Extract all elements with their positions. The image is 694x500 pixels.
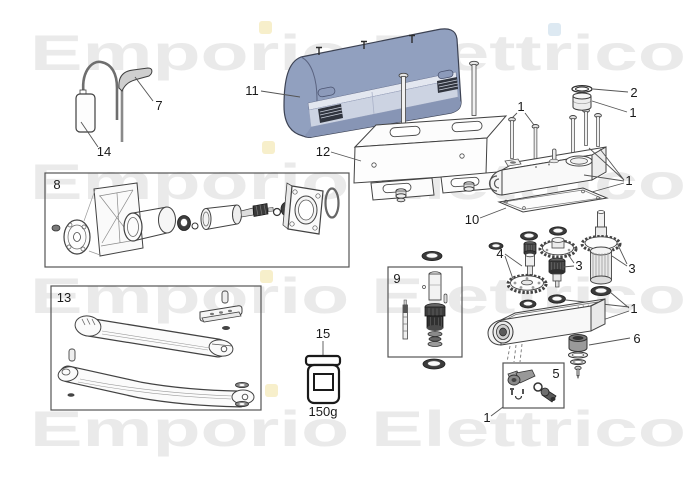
capacitor-part: 14: [75, 60, 119, 159]
cover-part: 11: [245, 28, 462, 139]
curved-arm: [57, 365, 255, 408]
cap-body: [572, 96, 592, 111]
capacitor-body: [75, 93, 96, 133]
cover-screws: [316, 34, 415, 55]
part-label-2: 2: [630, 85, 637, 100]
allen-key-handle: [118, 67, 153, 92]
shaft-kit-box: 9: [387, 250, 463, 370]
housing-pin: [552, 148, 557, 161]
o-ring: [324, 187, 340, 219]
part-label-7: 7: [155, 98, 162, 113]
part-label-13: 13: [57, 290, 71, 305]
part-label-1-release: 1: [483, 410, 490, 425]
washer: [235, 381, 249, 389]
part-label-1-screws: 1: [517, 99, 524, 114]
o-ring: [533, 382, 543, 392]
pin: [68, 348, 76, 362]
washer: [272, 207, 282, 217]
part-label-15: 15: [316, 326, 330, 341]
allen-key-part: 7: [118, 67, 163, 142]
lower-housing-part: [487, 298, 606, 346]
watermark-blobs: [259, 21, 561, 397]
part-label-14: 14: [97, 144, 111, 159]
rotor: [200, 203, 274, 230]
stator: [123, 206, 176, 242]
grease-jar-part: 15 150g: [304, 326, 342, 419]
washer: [427, 341, 443, 347]
nut: [395, 188, 407, 203]
gasket-part: 10: [465, 187, 609, 227]
box-13-frame: [50, 285, 262, 411]
arms-kit-box: 13: [50, 285, 262, 411]
part-label-4: 4: [496, 246, 503, 261]
cover-handle-right: [437, 69, 454, 80]
bearing: [519, 299, 537, 309]
release-group-box: 5 1: [483, 362, 565, 425]
part-label-5: 5: [552, 366, 559, 381]
straight-arm: [74, 315, 234, 358]
output-gear-shaft: 3: [580, 210, 636, 285]
part-label-12: 12: [316, 144, 330, 159]
bearing: [590, 285, 612, 296]
part-label-1-body: 1: [625, 173, 632, 188]
jar-label: [313, 373, 334, 391]
drive-shaft: [428, 273, 442, 301]
washer: [222, 326, 230, 330]
part-label-9: 9: [393, 271, 400, 286]
bearing: [549, 226, 567, 236]
box-5-frame: [502, 362, 565, 409]
washer: [191, 222, 199, 230]
nut: [463, 181, 475, 192]
part-label-11: 11: [245, 83, 259, 98]
vent-left: [318, 104, 343, 123]
part-label-3-output: 3: [628, 261, 635, 276]
bearing: [421, 250, 443, 261]
jar-lid: [304, 354, 342, 367]
part-label-1-cap: 1: [629, 105, 636, 120]
gear-cluster: 4 3: [488, 210, 638, 327]
washer: [235, 400, 249, 408]
grease-weight: 150g: [309, 404, 338, 419]
gear: [424, 306, 446, 317]
intermediate-gear: 3: [538, 237, 583, 288]
washer: [67, 393, 75, 397]
fixing-screws-left: 1: [508, 99, 540, 166]
capacitor-wire: [81, 60, 119, 120]
motor-kit-box: 8: [44, 172, 350, 268]
nut: [51, 224, 61, 232]
worm-shaft: [252, 203, 269, 217]
washer: [428, 336, 442, 342]
bearing: [177, 215, 191, 231]
long-screws: [398, 60, 479, 124]
bearing: [548, 294, 566, 304]
end-flange: [282, 182, 324, 235]
bearing: [422, 358, 446, 370]
washer: [427, 331, 443, 337]
box-8-frame: [44, 172, 350, 268]
bearing: [488, 242, 504, 250]
mounting-bracket-part: 12: [316, 115, 508, 203]
cover-handle-left: [317, 86, 336, 98]
part-label-1-bearings: 1: [630, 301, 637, 316]
bushing-part: 6: [568, 331, 641, 380]
upper-housing-part: 1: [488, 146, 633, 198]
watermark-row: Emporio Elettrico: [30, 401, 686, 457]
pin: [221, 290, 229, 304]
gate-bracket: [199, 305, 243, 323]
part-label-8: 8: [53, 177, 60, 192]
c-clip: [514, 395, 523, 400]
breather-cap-part: 2 1: [571, 84, 638, 120]
part-label-3-mid: 3: [575, 258, 582, 273]
pin: [443, 293, 448, 304]
part-label-6: 6: [633, 331, 640, 346]
alignment-dashes: [506, 343, 523, 363]
worm-gear-pair: 4: [496, 241, 548, 295]
part-label-10: 10: [465, 212, 479, 227]
box-9-frame: [387, 266, 463, 358]
bearing: [520, 231, 538, 241]
